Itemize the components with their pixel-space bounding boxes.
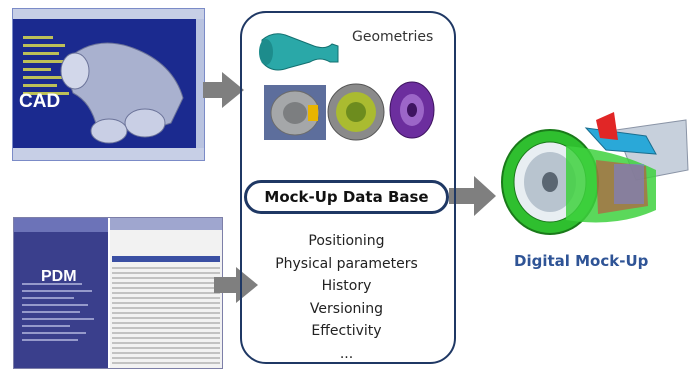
attribute-item: Positioning: [308, 233, 385, 249]
cad-toolbar-right: [196, 19, 204, 149]
digital-mockup-engine-image: [501, 112, 689, 235]
attribute-list: Positioning Physical parameters History …: [244, 230, 449, 365]
mockup-database-label: Mock-Up Data Base: [264, 188, 429, 206]
attribute-item: Physical parameters: [275, 255, 418, 272]
geometries-label: Geometries: [352, 29, 434, 45]
attribute-item: ...: [339, 345, 354, 362]
cad-spec-tree: [23, 31, 73, 121]
cad-screenshot: [12, 8, 205, 161]
fan-disc-geometry-icon: [389, 81, 435, 139]
attribute-item: Versioning: [309, 300, 384, 317]
arrow-pdm-to-box: [214, 267, 258, 303]
pdm-label: PDM: [41, 268, 77, 285]
engine-geometry-icon: [259, 33, 339, 71]
compressor-geometry-icon: [264, 85, 326, 140]
digital-mockup-label: Digital Mock-Up: [514, 252, 649, 270]
attribute-item: Effectivity: [311, 323, 382, 339]
cad-toolbar-top: [13, 9, 204, 19]
cad-toolbar-bottom: [13, 148, 204, 160]
cad-manifold-model: [60, 42, 184, 144]
turbine-geometry-icon: [327, 83, 385, 141]
attribute-item: History: [321, 278, 372, 294]
arrow-cad-to-box: [203, 72, 244, 108]
pdm-tree-panel: [14, 218, 108, 368]
pdm-table-panel: [110, 218, 222, 368]
arrow-box-to-dmu: [449, 176, 496, 216]
mockup-container-box: [240, 11, 456, 364]
pdm-screenshot: [13, 217, 223, 369]
mockup-database-oval: Mock-Up Data Base: [244, 180, 449, 214]
cad-label: CAD: [19, 91, 61, 112]
